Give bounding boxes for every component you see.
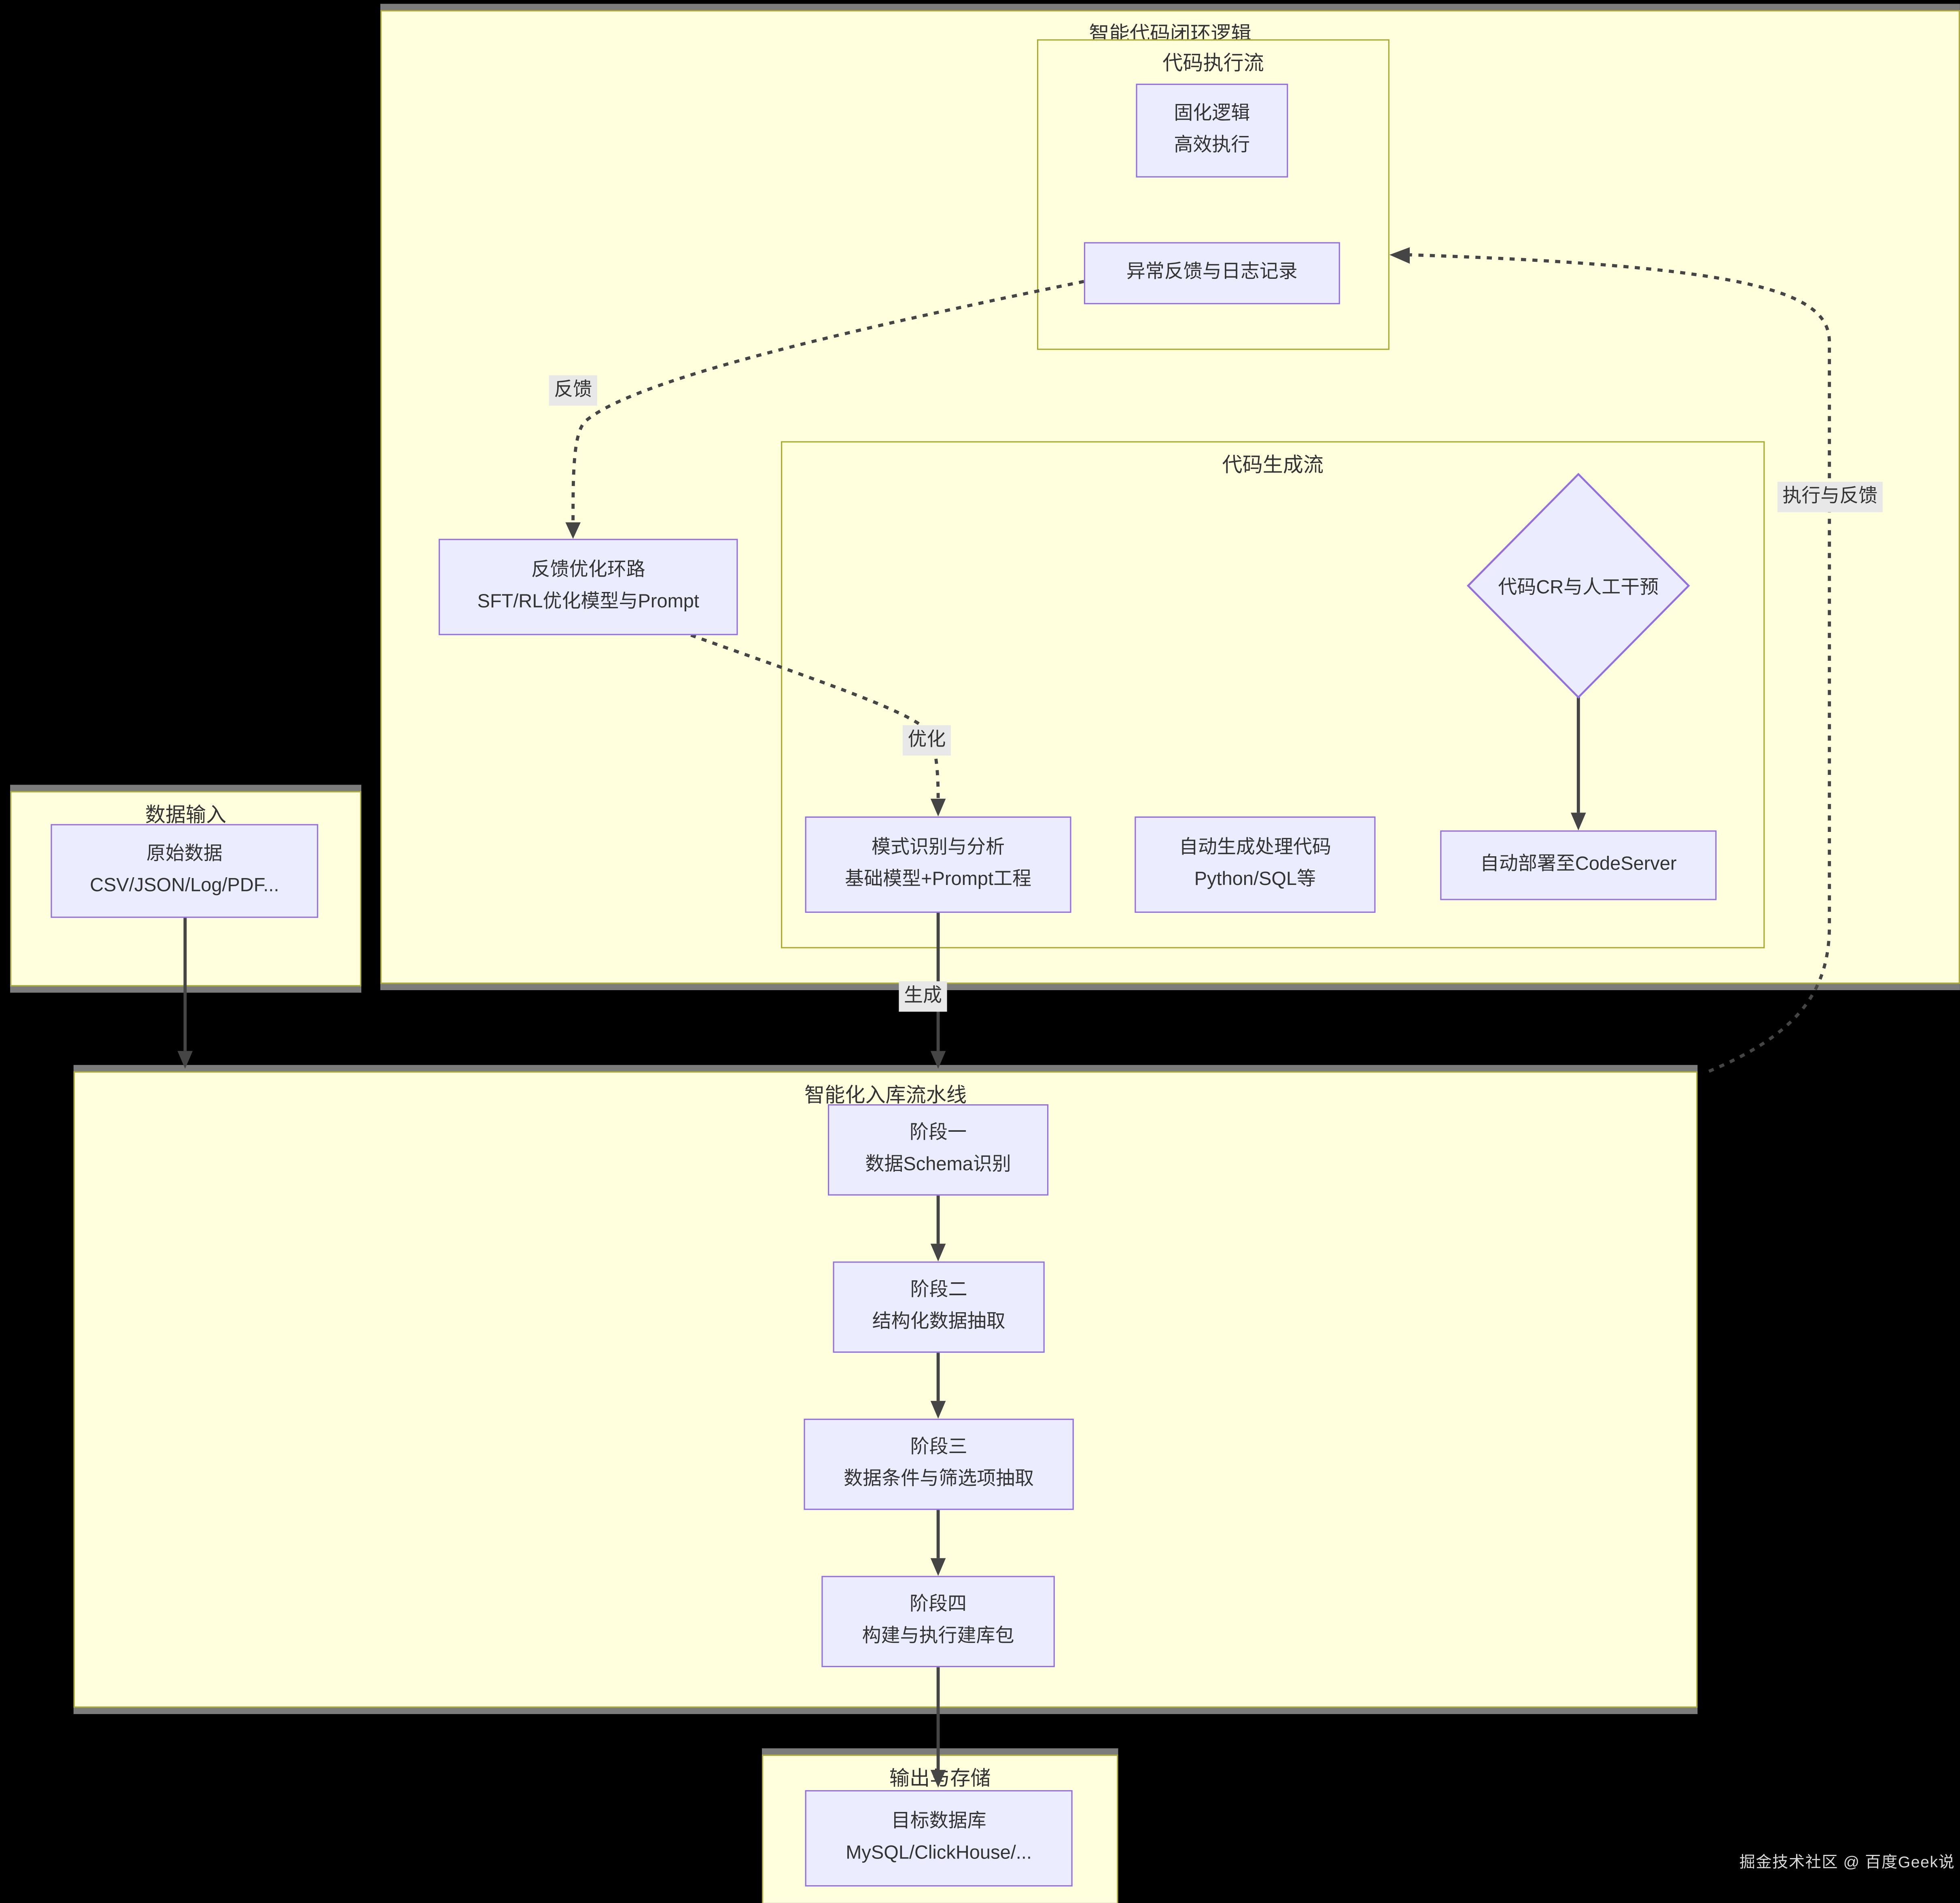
arrowhead-stage4 xyxy=(930,1558,946,1576)
arrowhead-stage2 xyxy=(930,1243,946,1262)
node-feedback-loop: 反馈优化环路 SFT/RL优化模型与Prompt xyxy=(439,539,738,635)
arrowhead-targetdb xyxy=(930,1769,946,1788)
node-exception-log: 异常反馈与日志记录 xyxy=(1084,242,1340,304)
edge-label-generate: 生成 xyxy=(899,981,947,1011)
node-code-cr: 代码CR与人工干预 xyxy=(1498,576,1659,598)
cluster-code-gen-title: 代码生成流 xyxy=(1222,455,1324,477)
arrowhead-generate xyxy=(930,1051,946,1069)
arrowhead-cr-deploy xyxy=(1571,813,1586,831)
watermark-text: 掘金技术社区 @ 百度Geek说 xyxy=(1739,1853,1955,1871)
node-stage2: 阶段二 结构化数据抽取 xyxy=(833,1261,1045,1353)
edge-label-feedback: 反馈 xyxy=(549,375,597,405)
cluster-data-input-title: 数据输入 xyxy=(145,805,227,827)
node-target-db: 目标数据库 MySQL/ClickHouse/... xyxy=(805,1790,1073,1887)
edge-exec-feedback xyxy=(1409,253,1831,1073)
node-stage4: 阶段四 构建与执行建库包 xyxy=(821,1576,1055,1668)
node-pattern-recog: 模式识别与分析 基础模型+Prompt工程 xyxy=(805,816,1071,913)
edge-optimize xyxy=(690,634,940,799)
edge-label-optimize: 优化 xyxy=(902,725,951,755)
arrowhead-feedback xyxy=(565,522,581,539)
cluster-code-exec-title: 代码执行流 xyxy=(1162,53,1264,75)
node-auto-code: 自动生成处理代码 Python/SQL等 xyxy=(1135,816,1376,913)
code-cr-diamond-shape xyxy=(1466,473,1690,699)
arrowhead-exec-feedback xyxy=(1389,247,1410,264)
edge-feedback xyxy=(571,280,1084,522)
node-stage3: 阶段三 数据条件与筛选项抽取 xyxy=(804,1419,1074,1510)
arrowhead-optimize xyxy=(930,798,946,817)
node-stage1: 阶段一 数据Schema识别 xyxy=(827,1104,1049,1196)
node-raw-data: 原始数据 CSV/JSON/Log/PDF... xyxy=(51,824,318,918)
arrowhead-stage3 xyxy=(930,1401,946,1419)
cluster-pipeline-title: 智能化入库流水线 xyxy=(804,1085,967,1107)
node-solid-logic: 固化逻辑 高效执行 xyxy=(1136,83,1288,178)
node-deploy: 自动部署至CodeServer xyxy=(1440,830,1717,900)
arrowhead-rawdata xyxy=(177,1051,193,1069)
edge-label-exec-feedback: 执行与反馈 xyxy=(1777,482,1883,512)
